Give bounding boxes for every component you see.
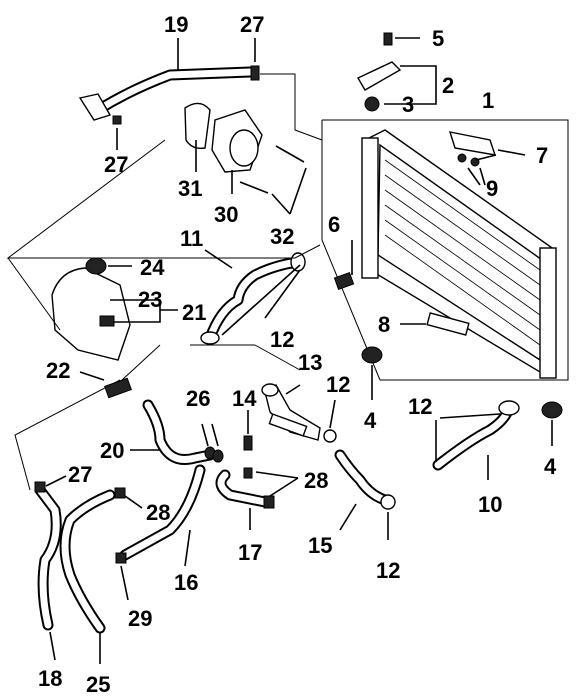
hose-16	[115, 464, 206, 601]
shroud-bracket	[448, 131, 526, 167]
leader-lines-right	[435, 154, 501, 462]
callout-30: 30	[214, 202, 238, 227]
callout-4: 4	[364, 408, 377, 433]
callout-21: 21	[182, 300, 206, 325]
callout-4: 4	[544, 454, 557, 479]
callout-2: 2	[442, 73, 454, 98]
callout-12: 12	[270, 327, 294, 352]
callout-3: 3	[402, 92, 414, 117]
group-lines	[6, 139, 321, 491]
callout-1: 1	[482, 88, 494, 113]
hose-10	[432, 400, 520, 480]
thermostat-housing	[184, 102, 307, 215]
callout-16: 16	[174, 570, 198, 595]
callout-23: 23	[138, 287, 162, 312]
hose-11	[200, 249, 306, 345]
callout-17: 17	[238, 540, 262, 565]
callout-labels: 1 2 3 4 4 5 6 7 8 9 10 11 12 12 12 12 13…	[38, 12, 557, 697]
callout-11: 11	[180, 226, 203, 251]
callout-22: 22	[46, 358, 70, 383]
callout-27: 27	[68, 462, 92, 487]
callout-25: 25	[86, 672, 110, 697]
reservoir-bracket	[79, 371, 132, 399]
hose-17	[215, 467, 299, 530]
callout-12: 12	[408, 394, 432, 419]
callout-8: 8	[378, 312, 390, 337]
hose-18-25	[34, 475, 143, 664]
callout-31: 31	[178, 176, 202, 201]
callout-12: 12	[376, 558, 400, 583]
callout-27: 27	[240, 12, 264, 37]
callout-15: 15	[308, 533, 332, 558]
coolant-reservoir	[51, 257, 178, 361]
overflow-hose	[78, 38, 323, 150]
callout-29: 29	[128, 606, 152, 631]
callout-26: 26	[186, 386, 210, 411]
callout-6: 6	[328, 212, 340, 237]
insulators	[361, 346, 563, 446]
callout-14: 14	[232, 386, 257, 411]
water-pipe	[201, 383, 321, 463]
radiator-mount-parts	[357, 32, 437, 112]
callout-9: 9	[486, 176, 498, 201]
callout-20: 20	[100, 438, 124, 463]
callout-28: 28	[304, 468, 328, 493]
callout-19: 19	[164, 12, 188, 37]
callout-32: 32	[270, 224, 294, 249]
callout-18: 18	[38, 666, 62, 691]
callout-12: 12	[326, 372, 350, 397]
callout-5: 5	[432, 26, 444, 51]
callout-28: 28	[146, 500, 170, 525]
callout-13: 13	[298, 350, 322, 375]
hose-15	[323, 399, 396, 540]
callout-7: 7	[536, 143, 548, 168]
drain-plug	[333, 240, 355, 291]
radiator	[361, 129, 557, 379]
hose-20	[130, 399, 216, 465]
callout-24: 24	[140, 255, 165, 280]
seal-strip	[400, 312, 470, 336]
callout-27: 27	[104, 152, 128, 177]
callout-10: 10	[478, 492, 502, 517]
